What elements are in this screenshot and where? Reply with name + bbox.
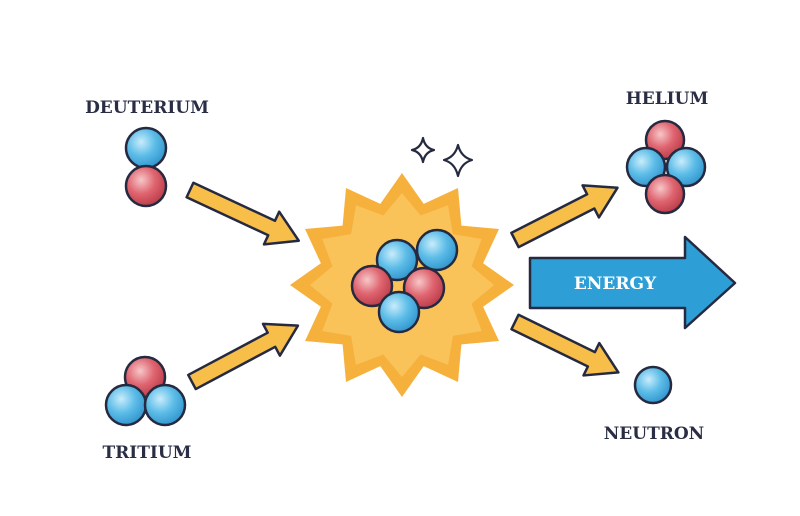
arrow-tritium-in-icon — [186, 322, 300, 391]
proton-ball — [124, 164, 168, 208]
proton-ball — [350, 264, 394, 308]
helium-label: HELIUM — [626, 89, 709, 109]
neutron-ball — [124, 126, 168, 170]
tritium-label: TRITIUM — [103, 443, 192, 463]
neutron-particle — [633, 365, 673, 405]
tritium-particle — [104, 355, 187, 427]
proton-ball — [644, 173, 686, 215]
arrow-helium-out-icon — [510, 184, 619, 249]
neutron-ball — [377, 290, 421, 334]
sparkle-icon — [410, 136, 474, 178]
neutron-ball — [415, 228, 459, 272]
arrow-neutron-out-icon — [510, 313, 620, 377]
helium-particle — [625, 119, 707, 215]
neutron-ball — [375, 238, 419, 282]
neutron-label: NEUTRON — [604, 424, 704, 444]
neutron-ball — [104, 383, 148, 427]
fusion-nucleus — [350, 228, 459, 334]
deuterium-label: DEUTERIUM — [85, 98, 209, 118]
deuterium-particle — [124, 126, 168, 208]
energy-label: ENERGY — [574, 274, 657, 294]
energy-arrow-icon — [528, 235, 737, 330]
fusion-burst-inner — [310, 193, 494, 377]
neutron-ball — [665, 146, 707, 188]
neutron-ball — [143, 383, 187, 427]
arrow-deuterium-in-icon — [185, 181, 301, 246]
